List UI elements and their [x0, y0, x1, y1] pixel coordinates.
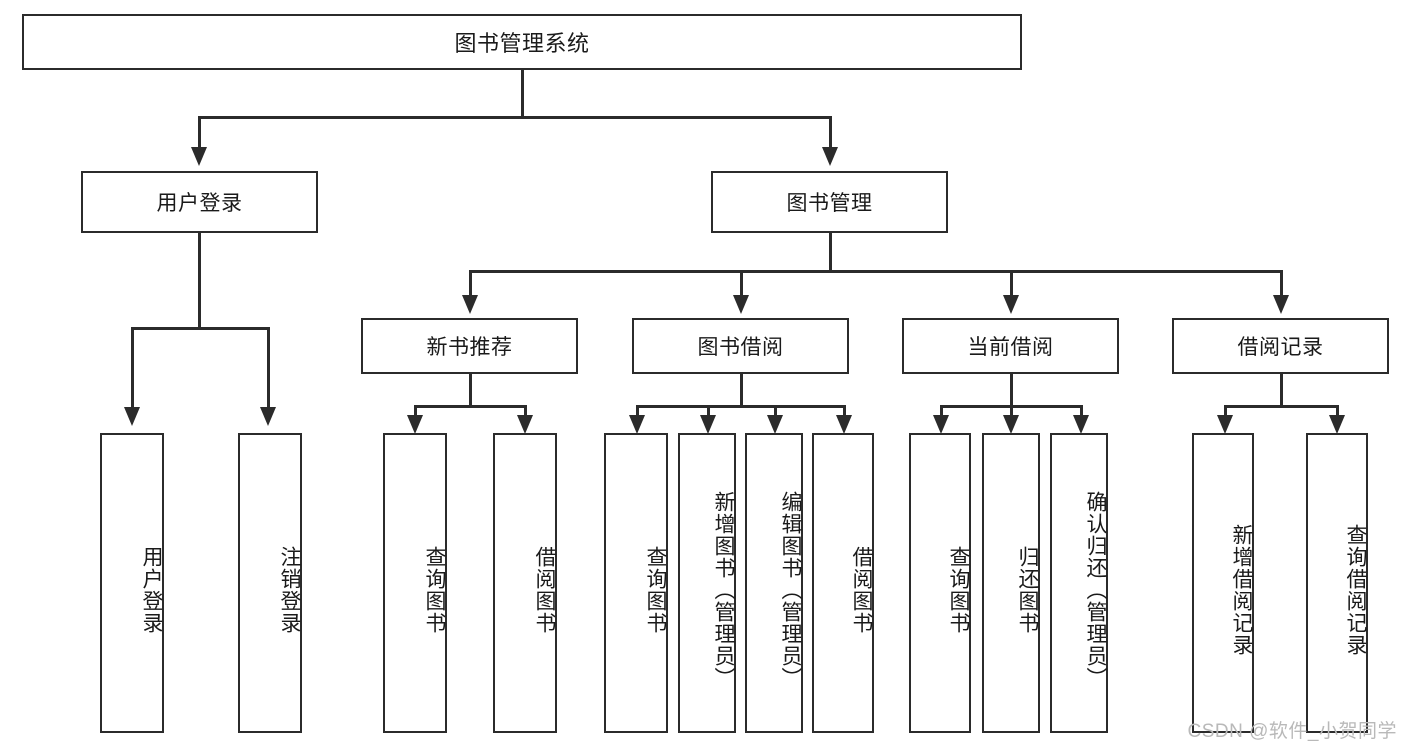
connector-br-stem: [1280, 374, 1283, 407]
arrowhead-to-borrow-record: [1273, 295, 1289, 314]
connector-br-drop-1: [1224, 405, 1227, 419]
connector-bm-drop-4: [1280, 270, 1283, 295]
node-label: 查询图书: [423, 546, 446, 634]
leaf-cb-return-book[interactable]: 归还图书: [982, 433, 1040, 733]
arrowhead-to-leaf-user-login: [124, 407, 140, 426]
leaf-nbr-borrow-book[interactable]: 借阅图书: [493, 433, 557, 733]
connector-br-bus: [1224, 405, 1338, 408]
connector-root-drop-2: [829, 116, 832, 147]
arrowhead-to-book-borrow: [733, 295, 749, 314]
arrowhead-to-current-borrow: [1003, 295, 1019, 314]
node-label: 借阅记录: [1237, 336, 1324, 359]
arrowhead-to-book-management: [822, 147, 838, 166]
arrowhead-to-user-login: [191, 147, 207, 166]
connector-root-bus: [198, 116, 830, 119]
leaf-nbr-query-book[interactable]: 查询图书: [383, 433, 447, 733]
arrowhead-cb-leaf-2: [1003, 415, 1019, 434]
leaf-logout[interactable]: 注销登录: [238, 433, 302, 733]
connector-bb-drop-2: [707, 405, 710, 419]
connector-bb-bus: [636, 405, 843, 408]
node-label: 新增借阅记录: [1230, 524, 1253, 656]
connector-cb-drop-1: [940, 405, 943, 419]
arrowhead-bb-leaf-4: [836, 415, 852, 434]
node-label: 图书管理系统: [454, 31, 590, 56]
connector-bm-drop-1: [469, 270, 472, 295]
csdn-watermark: CSDN @软件_小贺同学: [1187, 721, 1397, 742]
connector-bb-stem: [740, 374, 743, 407]
arrowhead-to-new-book-recommend: [462, 295, 478, 314]
connector-root-drop-1: [198, 116, 201, 147]
node-label: 图书管理: [786, 192, 873, 215]
arrowhead-cb-leaf-3: [1073, 415, 1089, 434]
connector-user-login-stem: [198, 233, 201, 329]
connector-bb-drop-4: [843, 405, 846, 419]
connector-cb-stem: [1010, 374, 1013, 407]
node-label: 归还图书: [1016, 546, 1039, 634]
connector-nbr-stem: [469, 374, 472, 407]
node-label: 借阅图书: [850, 546, 873, 634]
leaf-bb-borrow-book[interactable]: 借阅图书: [812, 433, 874, 733]
connector-user-login-bus: [131, 327, 268, 330]
leaf-cb-query-book[interactable]: 查询图书: [909, 433, 971, 733]
connector-bb-drop-3: [774, 405, 777, 419]
leaf-bb-edit-book-admin[interactable]: 编辑图书（管理员）: [745, 433, 803, 733]
node-label: 确认归还（管理员）: [1084, 491, 1107, 689]
connector-cb-drop-3: [1080, 405, 1083, 419]
arrowhead-cb-leaf-1: [933, 415, 949, 434]
connector-nbr-bus: [414, 405, 526, 408]
leaf-user-login[interactable]: 用户登录: [100, 433, 164, 733]
node-label: 查询借阅记录: [1344, 524, 1367, 656]
node-label: 查询图书: [644, 546, 667, 634]
leaf-bb-query-book[interactable]: 查询图书: [604, 433, 668, 733]
node-label: 查询图书: [947, 546, 970, 634]
node-book-management[interactable]: 图书管理: [711, 171, 948, 233]
connector-br-drop-2: [1336, 405, 1339, 419]
node-new-book-recommend[interactable]: 新书推荐: [361, 318, 578, 374]
node-label: 借阅图书: [533, 546, 556, 634]
leaf-br-add-record[interactable]: 新增借阅记录: [1192, 433, 1254, 733]
node-borrow-record[interactable]: 借阅记录: [1172, 318, 1389, 374]
connector-bm-drop-2: [740, 270, 743, 295]
connector-nbr-drop-1: [414, 405, 417, 419]
leaf-cb-confirm-return-admin[interactable]: 确认归还（管理员）: [1050, 433, 1108, 733]
node-book-borrow[interactable]: 图书借阅: [632, 318, 849, 374]
arrowhead-bb-leaf-1: [629, 415, 645, 434]
connector-user-login-drop-1: [131, 327, 134, 407]
connector-bb-drop-1: [636, 405, 639, 419]
node-label: 图书借阅: [697, 336, 784, 359]
connector-book-management-bus: [469, 270, 1281, 273]
connector-nbr-drop-2: [524, 405, 527, 419]
connector-user-login-drop-2: [267, 327, 270, 407]
arrowhead-br-leaf-2: [1329, 415, 1345, 434]
leaf-br-query-record[interactable]: 查询借阅记录: [1306, 433, 1368, 733]
node-user-login[interactable]: 用户登录: [81, 171, 318, 233]
node-root-book-management-system[interactable]: 图书管理系统: [22, 14, 1022, 70]
arrowhead-br-leaf-1: [1217, 415, 1233, 434]
node-label: 编辑图书（管理员）: [779, 491, 802, 689]
connector-bm-drop-3: [1010, 270, 1013, 295]
arrowhead-nbr-leaf-1: [407, 415, 423, 434]
connector-book-management-stem: [829, 233, 832, 272]
node-label: 新增图书（管理员）: [712, 491, 735, 689]
node-label: 当前借阅: [967, 336, 1054, 359]
node-label: 新书推荐: [426, 336, 513, 359]
node-label: 注销登录: [278, 546, 301, 634]
arrowhead-bb-leaf-2: [700, 415, 716, 434]
node-current-borrow[interactable]: 当前借阅: [902, 318, 1119, 374]
connector-root-stem: [521, 70, 524, 117]
arrowhead-bb-leaf-3: [767, 415, 783, 434]
leaf-bb-add-book-admin[interactable]: 新增图书（管理员）: [678, 433, 736, 733]
node-label: 用户登录: [156, 192, 243, 215]
connector-cb-drop-2: [1010, 405, 1013, 419]
arrowhead-to-leaf-logout: [260, 407, 276, 426]
node-label: 用户登录: [140, 546, 163, 634]
arrowhead-nbr-leaf-2: [517, 415, 533, 434]
